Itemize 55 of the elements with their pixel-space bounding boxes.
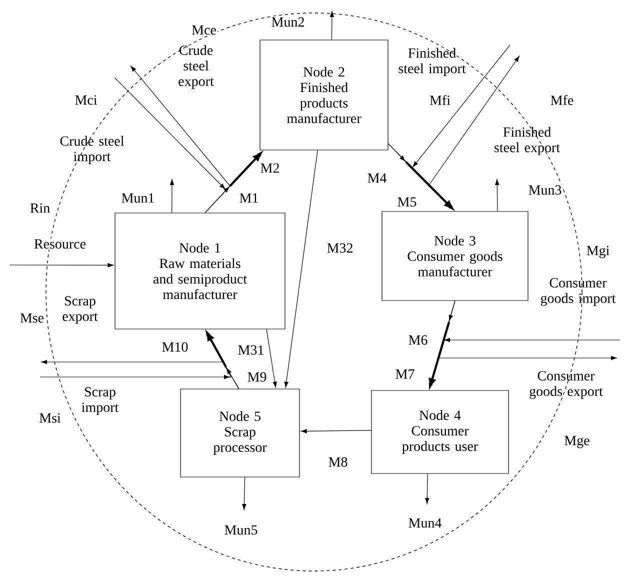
edge-label: Mun2 [270, 16, 306, 28]
arrow [330, 11, 334, 40]
flow-label: M10 [160, 341, 190, 353]
arrow [10, 263, 114, 268]
flow-label: Mge [563, 434, 591, 450]
edge-label: Consumer goods import [540, 278, 616, 306]
arrow [204, 152, 262, 213]
edge-label: Resource [32, 238, 88, 250]
flow-label: Mce [190, 24, 218, 36]
arrow [300, 429, 372, 434]
arrow [170, 179, 174, 213]
process-box: Node 1 Raw materials and semiproduct manufacturer [114, 212, 286, 330]
edge-label: Crude steel import [60, 136, 124, 164]
flow-label: M7 [394, 368, 416, 380]
arrow [284, 150, 318, 388]
arrow [266, 329, 277, 388]
flow-label: M2 [259, 162, 281, 174]
arrow [114, 78, 263, 190]
edge-label: Scrap export [62, 296, 98, 324]
edge-label: Finished steel export [494, 126, 560, 156]
edge-label: M9 [246, 371, 268, 383]
flow-label: Msi [38, 412, 62, 424]
edge-label: Mun4 [407, 517, 443, 529]
flow-label: Mfe [549, 94, 575, 106]
flow-label: Mgi [585, 244, 611, 260]
arrow [425, 474, 430, 504]
edge-label: M6 [407, 334, 429, 346]
edge-label: M4 [366, 172, 388, 184]
edge-label: Mun1 [120, 192, 156, 204]
edge-label: M1 [238, 192, 260, 204]
edge-label: Mun5 [223, 524, 259, 536]
edge-label: M32 [326, 242, 354, 254]
flow-label: Mfi [428, 94, 452, 106]
flow-label: Rin [28, 202, 52, 214]
arrow [388, 143, 453, 209]
edge-label: Finished steel import [398, 48, 466, 76]
arrow [412, 44, 510, 210]
edge-label: Crude steel export [178, 45, 214, 89]
arrow [242, 477, 246, 510]
edge-label: Consumer goods export [530, 371, 603, 399]
edge-label: Scrap import [82, 387, 119, 415]
process-box: Node 5 Scrap processor [180, 388, 300, 478]
flow-label: M5 [396, 196, 418, 208]
arrow [388, 56, 520, 186]
arrow [206, 332, 240, 389]
flow-label: Mse [18, 312, 46, 324]
edge-label: M8 [327, 456, 349, 468]
flow-label: Mci [74, 94, 98, 106]
edge-label: M31 [236, 344, 266, 356]
process-box: Node 3 Consumer goods manufacturer [382, 211, 528, 301]
process-box: Node 4 Consumer products user [371, 390, 509, 474]
edge-label: Mun3 [527, 184, 563, 196]
arrow [495, 179, 500, 212]
process-box: Node 2 Finished products manufacturer [260, 40, 388, 150]
arrow [40, 330, 232, 380]
